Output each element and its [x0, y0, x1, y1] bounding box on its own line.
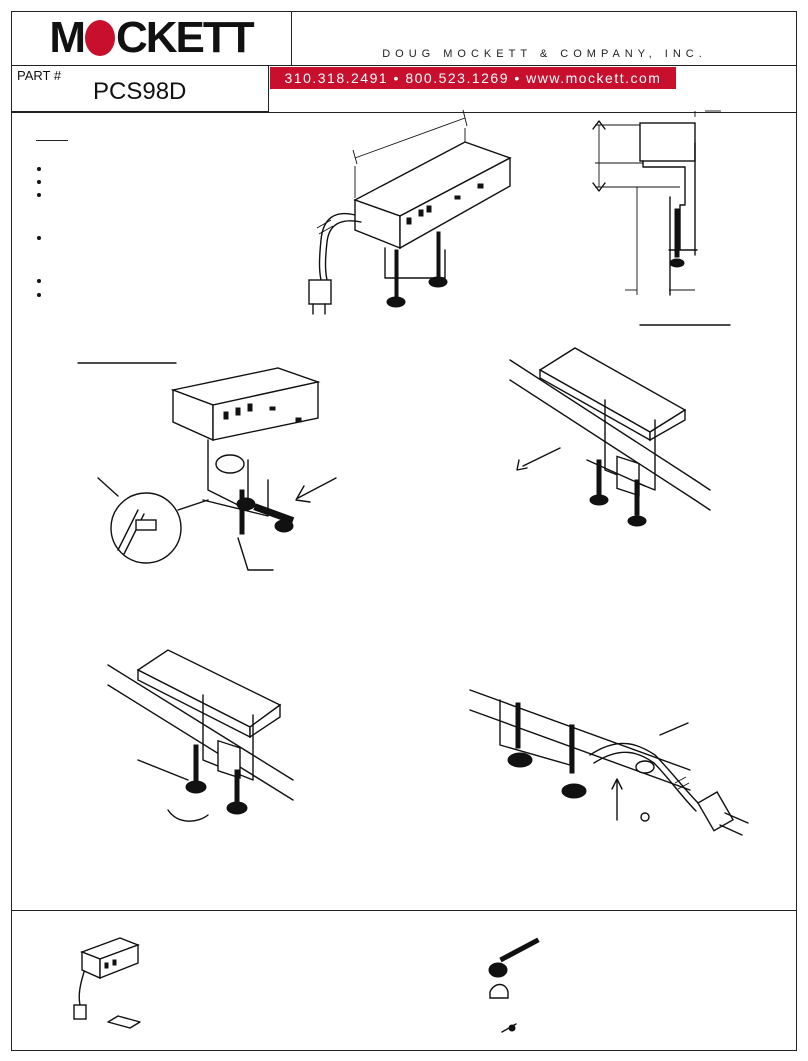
bullet-list	[30, 140, 230, 297]
bullet-dot	[37, 180, 41, 184]
part-box: PART # PCS98D	[11, 66, 269, 112]
part-number: PCS98D	[93, 78, 187, 105]
bullet-dot	[37, 193, 41, 197]
brand-red-o-icon	[85, 20, 115, 56]
clamp-side-profile	[592, 110, 731, 326]
header-divider	[11, 112, 797, 113]
cord-clip-installation	[77, 362, 337, 571]
page-frame	[11, 11, 797, 1051]
part-label: PART #	[17, 68, 62, 83]
mount-under-desk	[509, 347, 711, 527]
brand-suffix: CKETT	[116, 13, 255, 62]
bullet-dot	[37, 236, 41, 240]
logo-box: M CKETT	[11, 11, 292, 66]
contact-bar: 310.318.2491 • 800.523.1269 • www.mocket…	[270, 67, 676, 89]
bullet-dot	[37, 167, 41, 171]
brand-logo: M CKETT	[49, 13, 255, 63]
parts-list	[73, 937, 540, 1033]
parts-divider	[11, 910, 797, 911]
power-unit-assembled	[308, 109, 512, 315]
bullet-heading-line	[36, 140, 68, 141]
cord-clip-under-desk	[469, 689, 749, 836]
bullet-dot	[37, 293, 41, 297]
bullet-dot	[37, 279, 41, 283]
tighten-thumb-screws	[107, 649, 294, 822]
company-name: DOUG MOCKETT & COMPANY, INC.	[292, 44, 797, 66]
brand-prefix: M	[49, 13, 86, 62]
